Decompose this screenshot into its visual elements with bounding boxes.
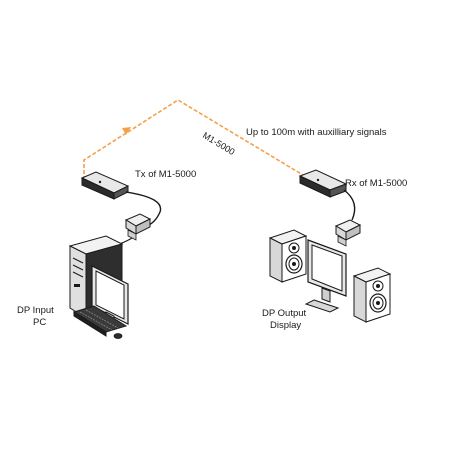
speaker-icon — [268, 229, 308, 283]
link-name-label: M1-5000 — [201, 130, 237, 157]
dp-connector-icon — [334, 219, 362, 247]
cable-arrow-icon — [122, 127, 131, 135]
tx-label: Tx of M1-5000 — [135, 169, 196, 180]
rx-label: Rx of M1-5000 — [345, 178, 407, 189]
transmitter-icon — [80, 171, 130, 200]
input-label-line2: PC — [33, 317, 46, 328]
dp-connector-icon — [124, 213, 152, 241]
output-label-line2: Display — [270, 320, 301, 331]
receiver-icon — [298, 169, 348, 198]
input-label-line1: DP Input — [17, 305, 54, 316]
monitor-icon — [304, 239, 347, 313]
speaker-icon — [352, 267, 392, 323]
fiber-cable — [83, 99, 309, 180]
keyboard-icon — [72, 305, 128, 337]
distance-note: Up to 100m with auxilliary signals — [246, 127, 387, 138]
rx-dp-cable — [343, 189, 356, 221]
cable-path — [83, 99, 309, 180]
output-label-line1: DP Output — [262, 308, 307, 319]
mouse-icon — [113, 333, 123, 339]
monitor-icon — [91, 265, 129, 327]
